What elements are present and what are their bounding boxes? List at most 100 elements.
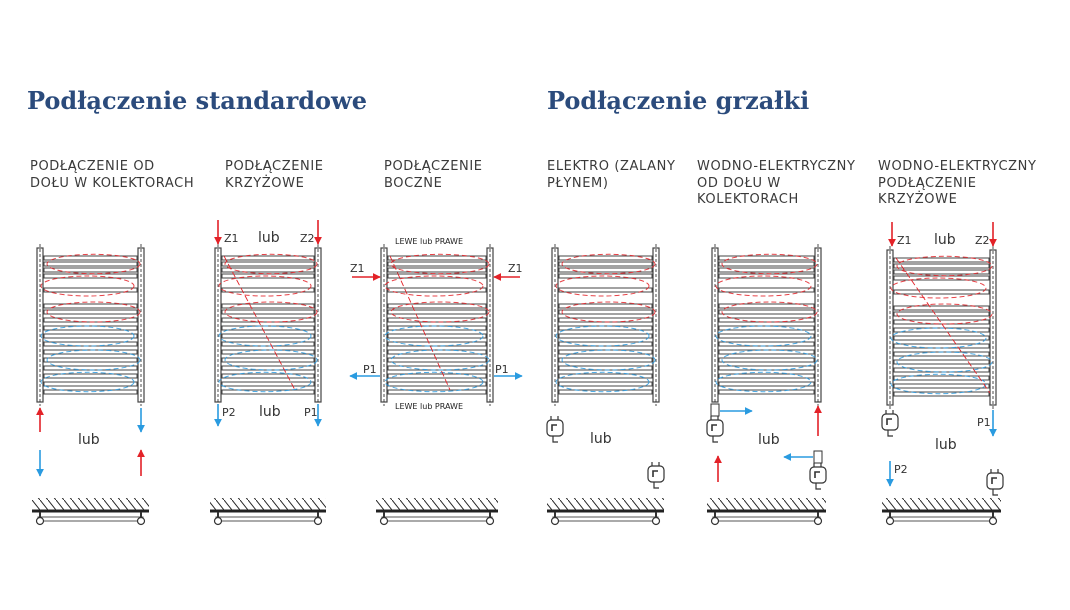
towel-bar [387, 309, 487, 315]
radiator-top-view [215, 516, 321, 522]
towel-bar [558, 255, 653, 261]
diagonal-flow-line [223, 255, 296, 391]
towel-bar [893, 383, 990, 389]
caption-line: KRZYŻOWE [225, 175, 304, 191]
diagonal-flow-line [389, 255, 451, 391]
hot-flow-loop [721, 253, 818, 275]
towel-bar [558, 341, 653, 347]
p1-label: P1 [304, 406, 318, 419]
towel-bar [43, 273, 138, 279]
caption-line: ELEKTRO (ZALANY [547, 159, 676, 174]
wall-hatch [210, 498, 326, 510]
towel-bar [387, 373, 487, 379]
towel-bar [558, 273, 653, 279]
towel-bar [387, 273, 487, 279]
towel-bar [718, 287, 815, 293]
towel-bar [221, 255, 315, 261]
towel-bar [387, 317, 487, 323]
cold-flow-loop [555, 371, 650, 393]
towel-bar [43, 341, 138, 347]
towel-bar [893, 263, 990, 269]
heater-icon [546, 419, 564, 437]
pipe-connector [485, 516, 495, 526]
pipe-connector [651, 516, 661, 526]
caption-line: WODNO-ELEKTRYCZNY [697, 159, 856, 174]
hot-flow-loop [390, 253, 490, 275]
z1-label-left: Z1 [350, 262, 365, 275]
towel-bar [893, 311, 990, 317]
towel-bar [221, 349, 315, 355]
cold-flow-loop [224, 349, 318, 371]
wall-hatch [882, 498, 1001, 510]
title-standard-connection: Podłączenie standardowe [27, 86, 367, 115]
towel-bar [43, 303, 138, 309]
or-label: lub [259, 404, 281, 420]
hot-flow-loop [896, 255, 993, 277]
towel-bar [43, 255, 138, 261]
caption-line: WODNO-ELEKTRYCZNY [878, 159, 1037, 174]
wall-hatch [376, 498, 498, 510]
towel-bar [43, 333, 138, 339]
heater-icon [886, 418, 892, 425]
towel-bar [893, 343, 990, 349]
cold-flow-loop [715, 325, 812, 347]
pipe-connector [379, 516, 389, 526]
cold-flow-loop [390, 349, 490, 371]
towel-bar [893, 359, 990, 365]
towel-bar [387, 267, 487, 273]
or-label: lub [935, 437, 957, 453]
heater-cable-icon [653, 482, 659, 489]
or-label: lub [258, 230, 280, 246]
wall-hatch [707, 498, 826, 510]
cold-flow-loop [384, 371, 484, 393]
p1-label-left: P1 [363, 363, 377, 376]
towel-bar [43, 325, 138, 331]
p1-label: P1 [977, 416, 991, 429]
cold-flow-loop [555, 325, 650, 347]
heater-cable-icon [887, 430, 893, 437]
towel-bar [893, 269, 990, 275]
p2-label: P2 [894, 463, 908, 476]
towel-bar [718, 381, 815, 387]
towel-bar [221, 309, 315, 315]
towel-bar [893, 391, 990, 397]
towel-bar [221, 333, 315, 339]
towel-bar [221, 261, 315, 267]
heater-icon [809, 466, 827, 484]
side-note-top: LEWE lub PRAWE [395, 237, 463, 246]
caption-line: KOLEKTORACH [697, 192, 799, 207]
towel-bar [718, 255, 815, 261]
towel-bar [893, 305, 990, 311]
towel-bar [221, 303, 315, 309]
towel-bar [718, 341, 815, 347]
towel-bar [558, 389, 653, 395]
or-label: lub [590, 431, 612, 447]
cold-flow-loop [218, 371, 312, 393]
caption-line: PODŁĄCZENIE [225, 159, 324, 174]
towel-bar [387, 287, 487, 293]
towel-bar [387, 255, 487, 261]
cold-flow-loop [561, 349, 656, 371]
towel-bar [558, 373, 653, 379]
or-label: lub [758, 432, 780, 448]
z2-label: Z2 [300, 232, 315, 245]
towel-bar [387, 381, 487, 387]
hot-flow-loop [384, 275, 484, 297]
towel-bar [718, 333, 815, 339]
towel-bar [718, 365, 815, 371]
towel-bar [718, 309, 815, 315]
towel-bar [43, 261, 138, 267]
towel-bar [43, 287, 138, 293]
towel-bar [718, 303, 815, 309]
hot-flow-loop [555, 275, 650, 297]
z2-label: Z2 [975, 234, 990, 247]
towel-bar [893, 375, 990, 381]
hot-flow-loop [561, 253, 656, 275]
cold-flow-loop [890, 373, 987, 395]
cold-flow-loop [40, 371, 135, 393]
towel-bar [558, 303, 653, 309]
towel-bar [387, 261, 487, 267]
pipe-connector [136, 516, 146, 526]
heater-cable-icon [712, 436, 718, 443]
